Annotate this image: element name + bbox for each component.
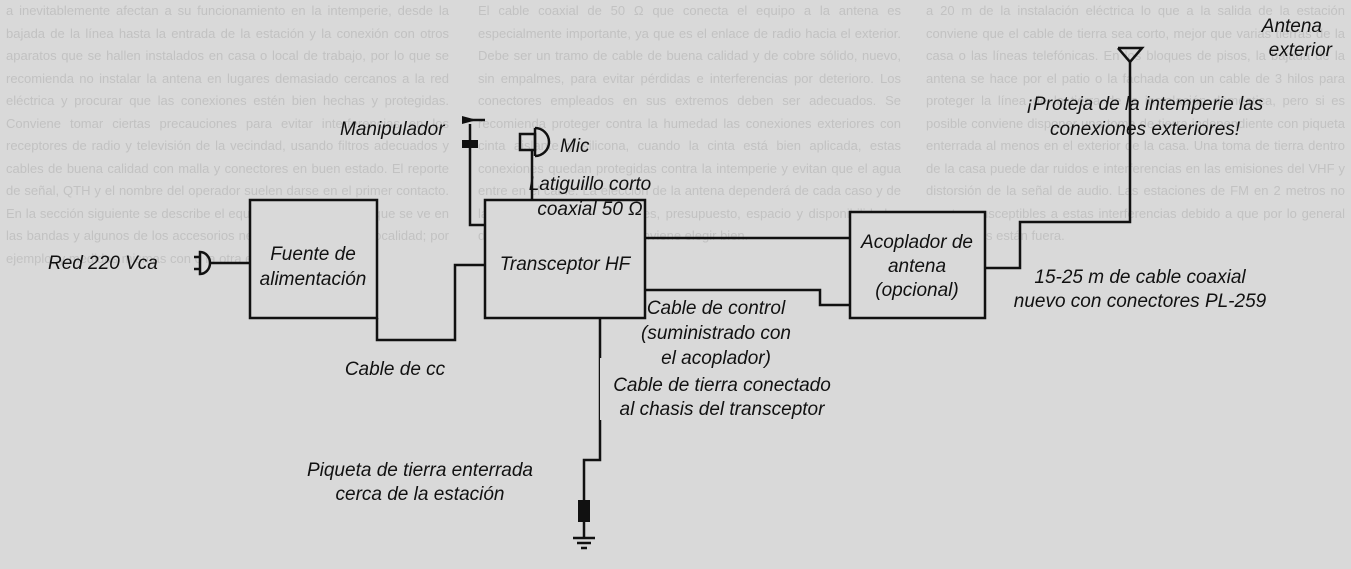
label-proteja-2: conexiones exteriores! xyxy=(1050,119,1241,140)
antenna-coupler-box xyxy=(848,210,987,320)
label-cable-tierra-1: Cable de tierra conectado xyxy=(613,375,831,396)
label-acoplador-1: Acoplador de xyxy=(860,232,973,253)
label-transceptor: Transceptor HF xyxy=(500,254,632,275)
label-latiguillo-2: coaxial 50 Ω xyxy=(537,199,642,220)
telegraph-key-icon xyxy=(462,116,485,148)
label-cable-tierra-2: al chasis del transceptor xyxy=(620,399,826,420)
transceiver-box xyxy=(483,198,647,320)
label-cable-control-3: el acoplador) xyxy=(661,348,771,369)
label-mic: Mic xyxy=(560,136,590,157)
background-page-text-right: a 20 m de la instalación eléctrica lo qu… xyxy=(926,3,1345,243)
antenna-icon xyxy=(1117,46,1145,64)
label-cable-coax-2: nuevo con conectores PL-259 xyxy=(1014,291,1267,312)
power-plug-icon xyxy=(194,250,212,276)
label-cable-control-1: Cable de control xyxy=(647,298,786,319)
label-piqueta-1: Piqueta de tierra enterrada xyxy=(307,460,533,481)
wiring-lines xyxy=(210,60,1132,500)
ground-stake-icon xyxy=(573,500,595,550)
microphone-icon xyxy=(518,126,551,158)
label-cable-control-2: (suministrado con xyxy=(641,323,791,344)
label-manipulador: Manipulador xyxy=(340,119,445,140)
label-red: Red 220 Vca xyxy=(48,253,158,274)
power-supply-box xyxy=(248,198,379,320)
label-acoplador-3: (opcional) xyxy=(875,280,958,301)
label-cable-coax-1: 15-25 m de cable coaxial xyxy=(1034,267,1246,288)
label-antena-2: exterior xyxy=(1269,40,1333,61)
label-cable-cc: Cable de cc xyxy=(345,359,446,380)
label-fuente-1: Fuente de xyxy=(270,244,356,265)
label-piqueta-2: cerca de la estación xyxy=(336,484,505,505)
label-acoplador-2: antena xyxy=(888,256,946,277)
label-latiguillo-1: Latiguillo corto xyxy=(529,174,652,195)
label-fuente-2: alimentación xyxy=(260,269,367,290)
label-antena-1: Antena xyxy=(1261,16,1322,37)
label-proteja-1: ¡Proteja de la intemperie las xyxy=(1027,94,1264,115)
